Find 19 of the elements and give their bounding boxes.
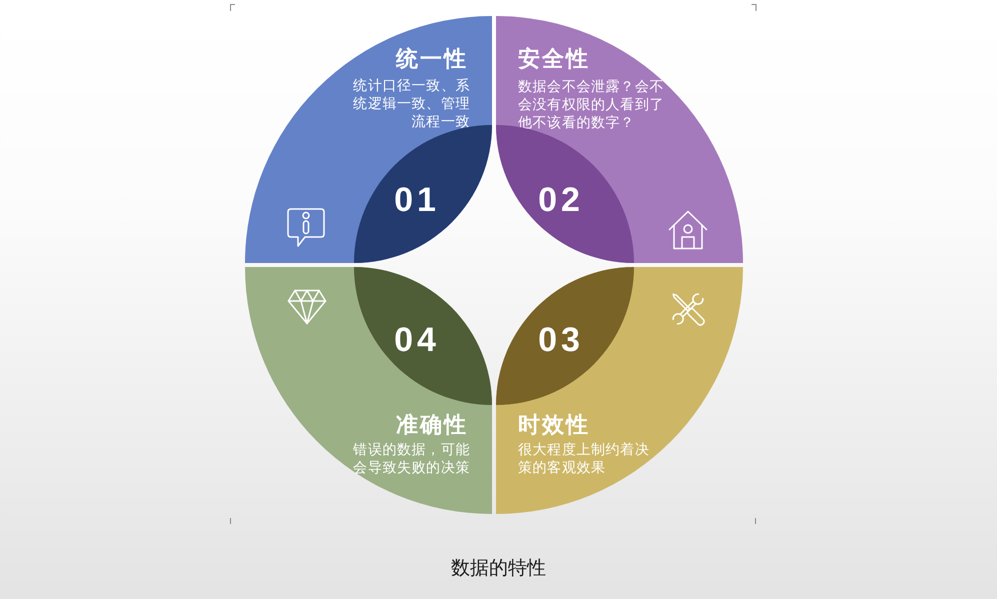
number-label: 03 [538,322,584,358]
number-label: 01 [394,182,440,218]
quarter-segment [496,16,743,263]
description-text: 数据会不会泄露？会不会没有权限的人看到了他不该看的数字？ [518,77,665,131]
caption: 数据的特性 [451,557,546,581]
description-text: 错误的数据，可能会导致失败的决策 [352,440,470,476]
heading: 安全性 [518,46,590,72]
description-text: 很大程度上制约着决策的客观效果 [518,440,650,476]
number-label: 04 [394,322,440,358]
lens-shape [496,267,634,405]
quarter-segment [496,267,743,514]
quarter-segment [245,267,492,514]
heading: 统一性 [396,46,468,72]
number-label: 02 [538,182,584,218]
heading: 时效性 [518,412,590,438]
description-text: 统计口径一致、系统逻辑一致、管理流程一致 [352,76,470,130]
lens-shape [354,267,492,405]
heading: 准确性 [396,412,468,438]
quarter-segment [245,16,492,263]
